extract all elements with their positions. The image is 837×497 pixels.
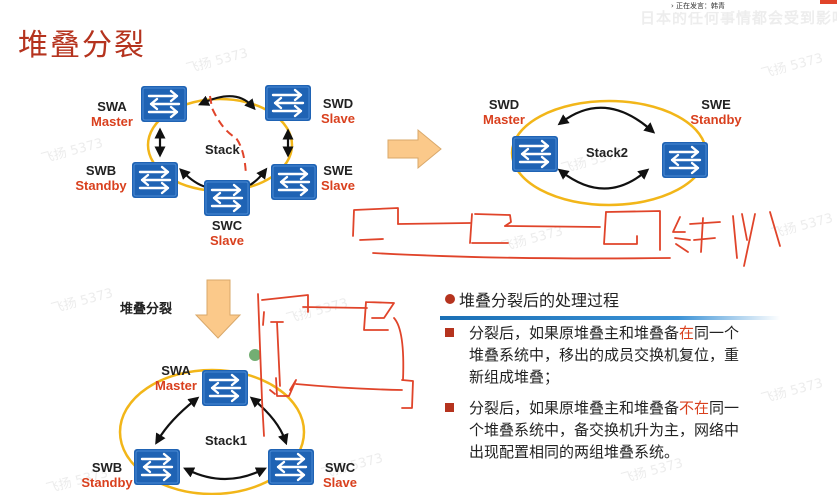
stack-link-arrow <box>557 168 650 190</box>
switch-role: Master <box>483 112 525 127</box>
section-heading: 堆叠分裂后的处理过程 <box>445 287 619 311</box>
stack-link-arrow <box>183 467 267 480</box>
switch-label: SWC Slave <box>318 460 362 490</box>
bullet-highlight: 不在 <box>679 399 710 417</box>
stack-label: Stack1 <box>205 433 247 448</box>
split-label: 堆叠分裂 <box>120 302 173 317</box>
switch-icon <box>141 86 187 122</box>
switch-name: SWA <box>161 363 191 378</box>
switch-name: SWB <box>91 460 123 475</box>
bullet-text-pre: 分裂后，如果原堆叠主和堆叠备 <box>469 399 680 417</box>
split-arrow-down <box>194 279 242 339</box>
stack-label: Stack2 <box>586 145 628 160</box>
stack-link-arrow <box>249 167 268 186</box>
switch-name: SWE <box>323 163 353 178</box>
bullet-item: 分裂后，如果原堆叠主和堆叠备不在同一个堆叠系统中，备交换机升为主，网络中出现配置… <box>445 397 745 463</box>
switch-name: SWE <box>701 97 731 112</box>
stack-link-arrow <box>197 95 256 111</box>
switch-icon <box>202 370 248 406</box>
switch-name: SWC <box>324 460 356 475</box>
bullet-text: 分裂后，如果原堆叠主和堆叠备不在同一个堆叠系统中，备交换机升为主，网络中出现配置… <box>469 397 745 463</box>
pointer-cursor <box>249 349 261 361</box>
switch-role: Slave <box>323 475 357 490</box>
switch-icon <box>662 142 708 178</box>
stack-label: Stack <box>205 142 240 157</box>
switch-icon <box>265 85 311 121</box>
bullet-highlight: 在 <box>679 324 695 342</box>
switch-label: SWE Slave <box>316 163 360 193</box>
overlay-accent <box>820 0 837 4</box>
bullet-text-post: 同一个堆叠系统中，移出的成员交换机复位，重新组成堆叠； <box>469 324 740 386</box>
switch-label: SWB Standby <box>76 460 138 490</box>
square-bullet-icon <box>445 403 454 412</box>
stack-link-arrow <box>557 106 656 134</box>
stack-link-arrow <box>155 396 200 445</box>
stack-link-arrow <box>249 396 289 446</box>
caption-ghost-text: 日本的任何事情都会受到影响 <box>640 9 837 27</box>
switch-label: SWE Standby <box>686 97 746 127</box>
switch-icon <box>512 136 558 172</box>
switch-icon <box>204 180 250 216</box>
split-arrow-right <box>387 128 442 170</box>
switch-label: SWA Master <box>84 99 140 129</box>
switch-role: Slave <box>321 111 355 126</box>
bullet-text-post: 同一个堆叠系统中，备交换机升为主，网络中出现配置相同的两组堆叠系统。 <box>469 399 740 461</box>
switch-role: Slave <box>210 233 244 248</box>
slide-title: 堆叠分裂 <box>18 28 146 63</box>
bullet-item: 分裂后，如果原堆叠主和堆叠备在同一个堆叠系统中，移出的成员交换机复位，重新组成堆… <box>445 322 745 388</box>
switch-name: SWD <box>488 97 520 112</box>
square-bullet-icon <box>445 328 454 337</box>
bullet-text: 分裂后，如果原堆叠主和堆叠备在同一个堆叠系统中，移出的成员交换机复位，重新组成堆… <box>469 322 745 388</box>
switch-name: SWA <box>97 99 127 114</box>
switch-icon <box>268 449 314 485</box>
switch-name: SWB <box>85 163 117 178</box>
handwritten-annotation <box>257 207 781 437</box>
bullet-text-pre: 分裂后，如果原堆叠主和堆叠备 <box>469 324 680 342</box>
switch-role: Standby <box>75 178 127 193</box>
switch-icon <box>271 164 317 200</box>
switch-role: Slave <box>321 178 355 193</box>
split-line <box>209 95 247 177</box>
switch-label: SWC Slave <box>205 218 249 248</box>
switch-role: Standby <box>690 112 742 127</box>
switch-label: SWD Master <box>478 97 530 127</box>
speaking-indicator[interactable]: › 正在发言：韩青 <box>665 0 732 12</box>
switch-icon <box>132 162 178 198</box>
switch-label: SWD Slave <box>316 96 360 126</box>
switch-icon <box>134 449 180 485</box>
bullet-dot-icon <box>445 294 455 304</box>
switch-name: SWD <box>322 96 354 111</box>
heading-divider <box>440 316 780 320</box>
switch-label: SWB Standby <box>70 163 132 193</box>
switch-role: Standby <box>81 475 133 490</box>
section-heading-text: 堆叠分裂后的处理过程 <box>459 291 620 310</box>
switch-role: Master <box>91 114 133 129</box>
switch-name: SWC <box>211 218 243 233</box>
switch-role: Master <box>155 378 197 393</box>
switch-label: SWA Master <box>150 363 202 393</box>
